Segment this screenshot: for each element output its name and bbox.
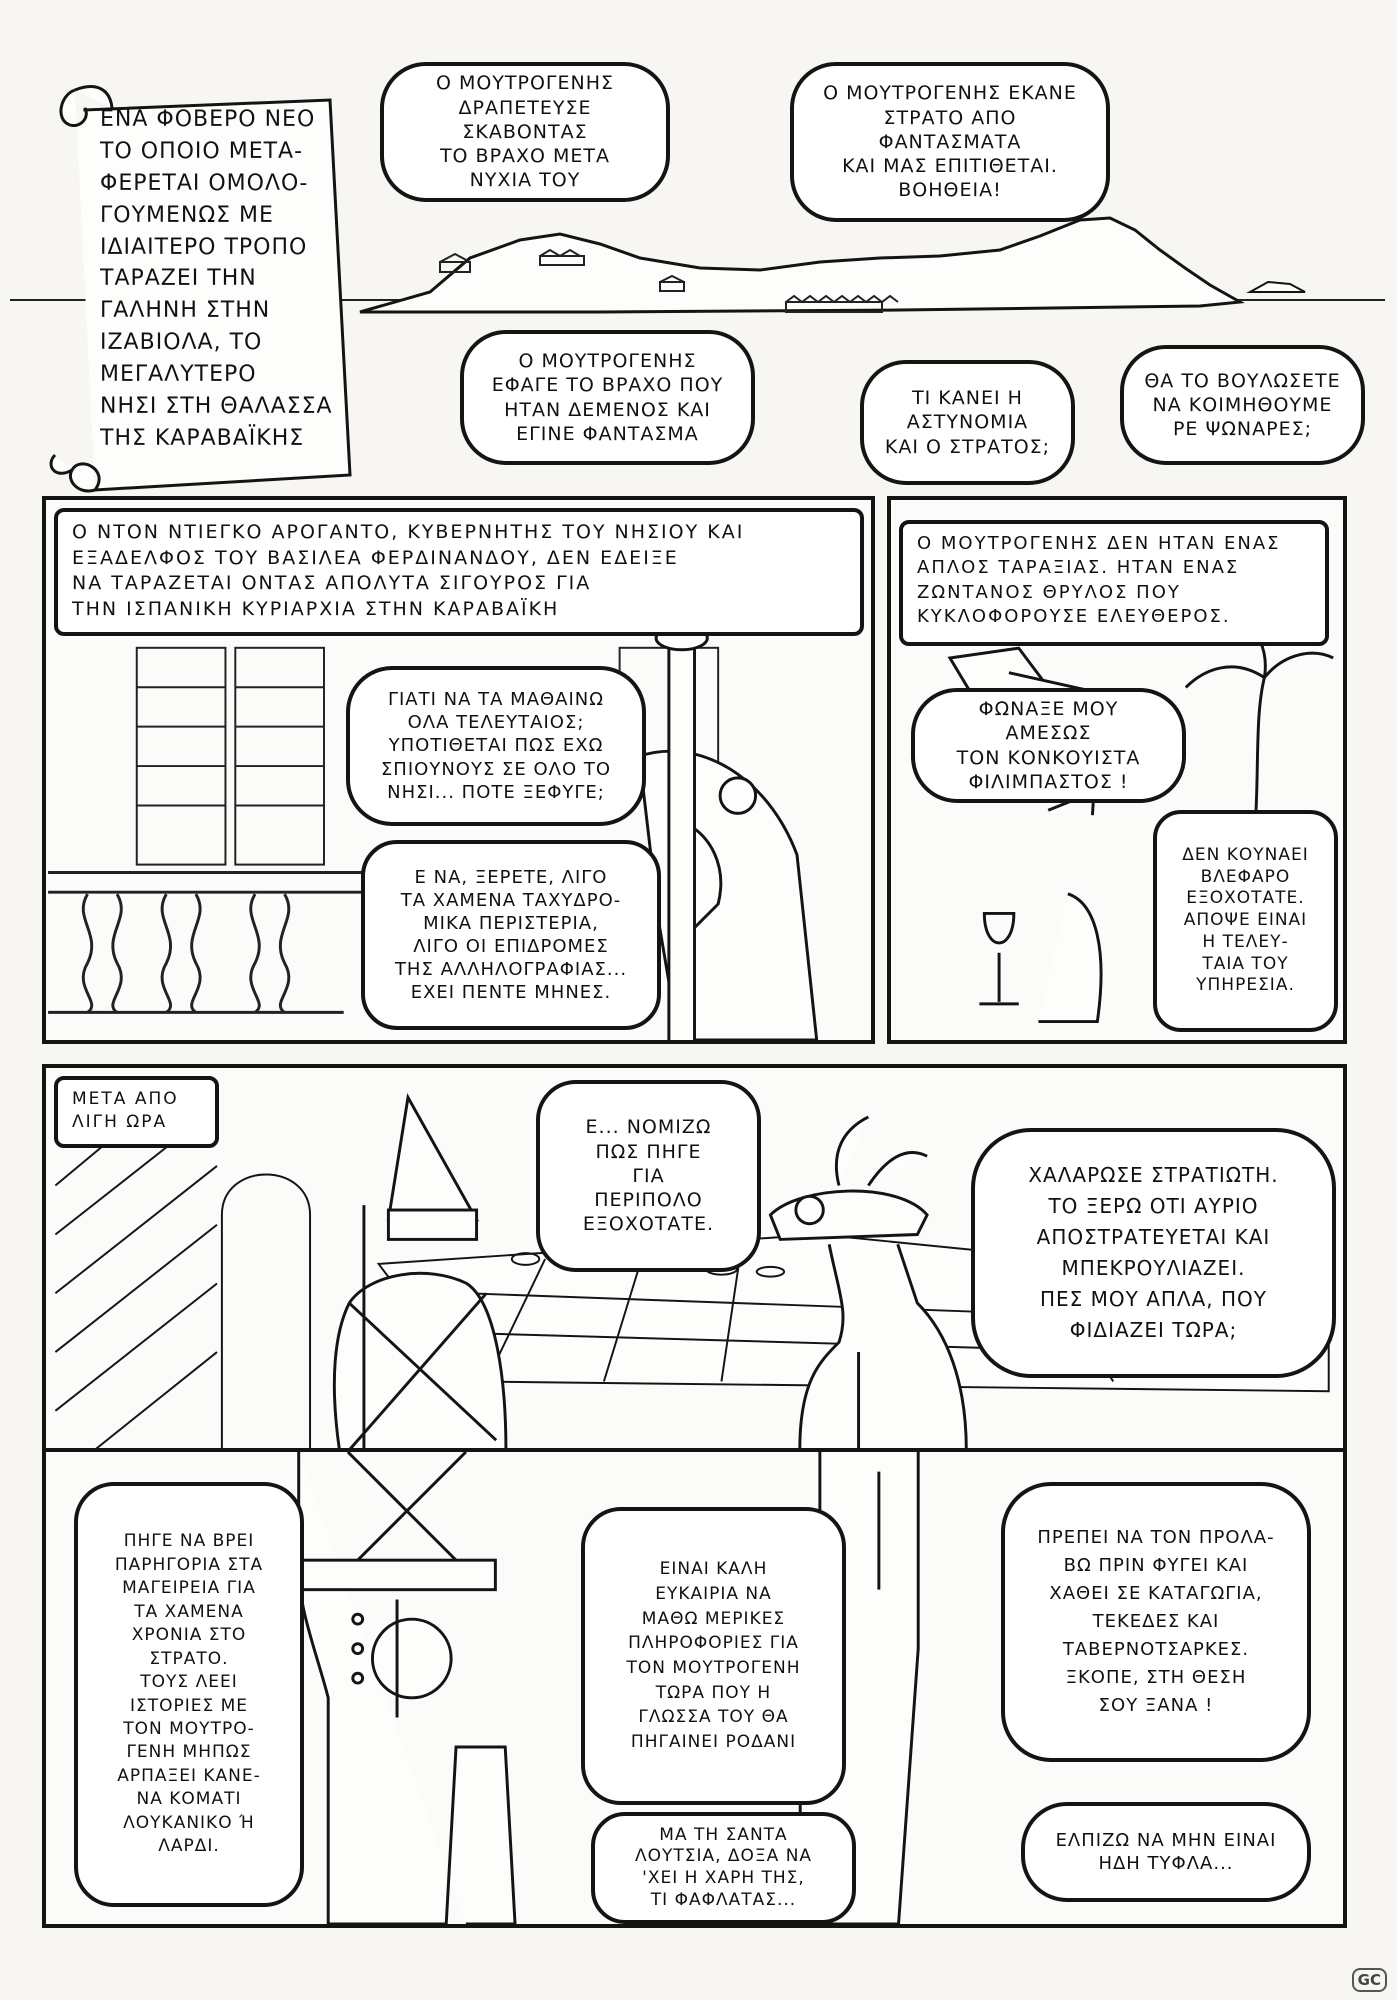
soldier-back <box>297 1452 517 1924</box>
speech-bubble-santa-lucia: ΜΑ ΤΗ ΣΑΝΤΑ ΛΟΥΤΣΙΑ, ΔΟΞΑ ΝΑ 'ΧΕΙ Η ΧΑΡΗ… <box>591 1812 856 1924</box>
speech-bubble-call-filimpastos: ΦΩΝΑΞΕ ΜΟΥ ΑΜΕΣΩΣ ΤΟΝ ΚΟΝΚΟΥΙΣΤΑ ΦΙΛΙΜΠΑ… <box>911 688 1186 803</box>
panel-governor: Ο ΝΤΟΝ ΝΤΙΕΓΚΟ ΑΡΟΓΑΝΤΟ, ΚΥΒΕΡΝΗΤΗΣ ΤΟΥ … <box>42 496 875 1044</box>
speech-bubble-kitchens: ΠΗΓΕ ΝΑ ΒΡΕΙ ΠΑΡΗΓΟΡΙΑ ΣΤΑ ΜΑΓΕΙΡΕΙΑ ΓΙΑ… <box>74 1482 304 1907</box>
speech-bubble-good-chance: ΕΙΝΑΙ ΚΑΛΗ ΕΥΚΑΙΡΙΑ ΝΑ ΜΑΘΩ ΜΕΡΙΚΕΣ ΠΛΗΡ… <box>581 1507 846 1805</box>
speech-bubble-police: ΤΙ ΚΑΝΕΙ Η ΑΣΤΥΝΟΜΙΑ ΚΑΙ Ο ΣΤΡΑΤΟΣ; <box>860 360 1075 485</box>
speech-bubble-ate-rock: Ο ΜΟΥΤΡΟΓΕΝΗΣ ΕΦΑΓΕ ΤΟ ΒΡΑΧΟ ΠΟΥ ΗΤΑΝ ΔΕ… <box>460 330 755 465</box>
speech-bubble-patrol: Ε... ΝΟΜΙΖΩ ΠΩΣ ΠΗΓΕ ΓΙΑ ΠΕΡΙΠΟΛΟ ΕΞΟΧΟΤ… <box>536 1080 761 1272</box>
panel-summon: Ο ΜΟΥΤΡΟΓΕΝΗΣ ΔΕΝ ΗΤΑΝ ΕΝΑΣ ΑΠΛΟΣ ΤΑΡΑΞΙ… <box>887 496 1347 1044</box>
wine-glass <box>979 911 1019 1006</box>
speech-bubble-dug-escape: Ο ΜΟΥΤΡΟΓΕΝΗΣ ΔΡΑΠΕΤΕΥΣΕ ΣΚΑΒΟΝΤΑΣ ΤΟ ΒΡ… <box>380 62 670 202</box>
narration-caption-legend: Ο ΜΟΥΤΡΟΓΕΝΗΣ ΔΕΝ ΗΤΑΝ ΕΝΑΣ ΑΠΛΟΣ ΤΑΡΑΞΙ… <box>899 520 1329 646</box>
speech-bubble-hope-not-drunk: ΕΛΠΙΖΩ ΝΑ ΜΗΝ ΕΙΝΑΙ ΗΔΗ ΤΥΦΛΑ... <box>1021 1802 1311 1902</box>
village-2 <box>539 248 585 266</box>
artist-signature: GC <box>1351 1968 1387 1992</box>
archway <box>54 1111 312 1450</box>
speech-bubble-relax-soldier: ΧΑΛΑΡΩΣΕ ΣΤΡΑΤΙΩΤΗ. ΤΟ ΞΕΡΩ ΟΤΙ ΑΥΡΙΟ ΑΠ… <box>971 1128 1336 1378</box>
speech-bubble-lost-pigeons: Ε ΝΑ, ΞΕΡΕΤΕ, ΛΙΓΟ ΤΑ ΧΑΜΕΝΑ ΤΑΧΥΔΡΟ- ΜΙ… <box>361 840 661 1030</box>
island-scene-art <box>10 85 1385 493</box>
panel-patrol: ΜΕΤΑ ΑΠΟ ΛΙΓΗ ΩΡΑ Ε... ΝΟΜΙΖΩ ΠΩΣ ΠΗΓΕ Γ… <box>42 1064 1347 1454</box>
narration-scroll-text: ΕΝΑ ΦΟΒΕΡΟ ΝΕΟ ΤΟ ΟΠΟΙΟ ΜΕΤΑ- ΦΕΡΕΤΑΙ ΟΜ… <box>100 107 333 451</box>
governor-hat-figure <box>768 1115 968 1450</box>
islet <box>1246 280 1306 293</box>
island-silhouette <box>359 216 1245 314</box>
governor-figure <box>637 749 819 1040</box>
speech-bubble-why-last: ΓΙΑΤΙ ΝΑ ΤΑ ΜΑΘΑΙΝΩ ΟΛΑ ΤΕΛΕΥΤΑΙΟΣ; ΥΠΟΤ… <box>346 666 646 826</box>
chair-back <box>1038 892 1103 1024</box>
narration-caption-governor: Ο ΝΤΟΝ ΝΤΙΕΓΚΟ ΑΡΟΓΑΝΤΟ, ΚΥΒΕΡΝΗΤΗΣ ΤΟΥ … <box>54 508 864 636</box>
village-4 <box>785 294 899 313</box>
narration-caption-later: ΜΕΤΑ ΑΠΟ ΛΙΓΗ ΩΡΑ <box>54 1076 219 1148</box>
panel-tavern-talk: ΠΗΓΕ ΝΑ ΒΡΕΙ ΠΑΡΗΓΟΡΙΑ ΣΤΑ ΜΑΓΕΙΡΕΙΑ ΓΙΑ… <box>42 1448 1347 1928</box>
parchment-scroll <box>49 85 352 493</box>
soldier-figure <box>332 1092 508 1450</box>
village-3 <box>659 274 685 292</box>
village-1 <box>439 252 471 273</box>
speech-bubble-catch-him: ΠΡΕΠΕΙ ΝΑ ΤΟΝ ΠΡΟΛΑ- ΒΩ ΠΡΙΝ ΦΥΓΕΙ ΚΑΙ Χ… <box>1001 1482 1311 1762</box>
speech-bubble-ghost-army: Ο ΜΟΥΤΡΟΓΕΝΗΣ ΕΚΑΝΕ ΣΤΡΑΤΟ ΑΠΟ ΦΑΝΤΑΣΜΑΤ… <box>790 62 1110 222</box>
speech-bubble-last-duty: ΔΕΝ ΚΟΥΝΑΕΙ ΒΛΕΦΑΡΟ ΕΞΟΧΟΤΑΤΕ. ΑΠΟΨΕ ΕΙΝ… <box>1153 810 1338 1032</box>
speech-bubble-shut-up: ΘΑ ΤΟ ΒΟΥΛΩΣΕΤΕ ΝΑ ΚΟΙΜΗΘΟΥΜΕ ΡΕ ΨΩΝΑΡΕΣ… <box>1120 345 1365 465</box>
